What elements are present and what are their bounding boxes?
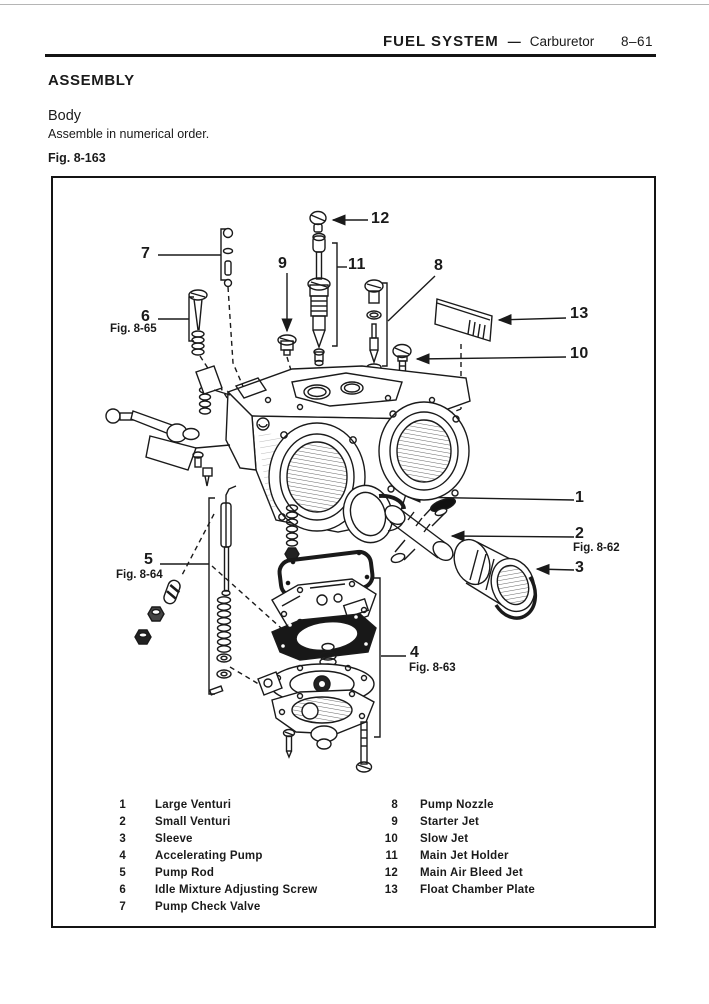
part-name: Main Jet Holder: [420, 850, 509, 862]
parts-list-row: 10 Slow Jet: [376, 833, 535, 850]
parts-list-row: 5 Pump Rod: [108, 867, 317, 884]
part-name: Small Venturi: [155, 816, 231, 828]
part-number: 12: [384, 867, 398, 879]
part-number: 8: [391, 799, 398, 811]
part-name: Accelerating Pump: [155, 850, 263, 862]
parts-list-row: 13 Float Chamber Plate: [376, 884, 535, 901]
callout-8: 8: [434, 257, 444, 274]
callout-2: 2: [575, 525, 585, 542]
part-name: Pump Nozzle: [420, 799, 494, 811]
part-name: Slow Jet: [420, 833, 469, 845]
instruction-text: Assemble in numerical order.: [48, 127, 210, 141]
callout-1: 1: [575, 489, 585, 506]
parts-list-row: 7 Pump Check Valve: [108, 901, 317, 918]
callout-5: 5: [144, 551, 154, 568]
parts-list-row: 8 Pump Nozzle: [376, 799, 535, 816]
subsection-heading: Body: [48, 108, 82, 124]
part-number: 1: [119, 799, 126, 811]
part-number: 13: [384, 884, 398, 896]
parts-list-row: 11 Main Jet Holder: [376, 850, 535, 867]
parts-list-row: 3 Sleeve: [108, 833, 317, 850]
subfigure-ref-8-62: Fig. 8-62: [573, 542, 620, 554]
part-number: 2: [119, 816, 126, 828]
callout-3: 3: [575, 559, 585, 576]
part-number: 3: [119, 833, 126, 845]
parts-list-row: 12 Main Air Bleed Jet: [376, 867, 535, 884]
part-name: Starter Jet: [420, 816, 480, 828]
callout-9: 9: [278, 255, 288, 272]
subfigure-ref-8-64: Fig. 8-64: [116, 569, 163, 581]
callout-10: 10: [570, 345, 589, 362]
parts-list-row: 6 Idle Mixture Adjusting Screw: [108, 884, 317, 901]
part-number: 6: [119, 884, 126, 896]
header-separator: —: [507, 34, 521, 49]
parts-list-row: 2 Small Venturi: [108, 816, 317, 833]
page-top-rule: [0, 4, 709, 5]
part-number: 7: [119, 901, 126, 913]
figure-label: Fig. 8-163: [48, 151, 106, 165]
header-rule: [45, 54, 656, 57]
parts-list-left: 1 Large Venturi 2 Small Venturi 3 Sleeve 4 A…: [108, 799, 317, 918]
part-number: 4: [119, 850, 126, 862]
part-number: 10: [384, 833, 398, 845]
part-number: 9: [391, 816, 398, 828]
part-name: Main Air Bleed Jet: [420, 867, 523, 879]
callout-13: 13: [570, 305, 589, 322]
parts-list-row: 1 Large Venturi: [108, 799, 317, 816]
callout-6: 6: [141, 308, 151, 325]
section-heading: ASSEMBLY: [48, 72, 135, 89]
callout-4: 4: [410, 644, 420, 661]
callout-7: 7: [141, 245, 151, 262]
part-name: Idle Mixture Adjusting Screw: [155, 884, 318, 896]
page-header: FUEL SYSTEM — Carburetor: [383, 33, 594, 50]
part-name: Sleeve: [155, 833, 193, 845]
subfigure-ref-8-63: Fig. 8-63: [409, 662, 456, 674]
header-section-title: FUEL SYSTEM: [383, 33, 499, 50]
parts-list-row: 9 Starter Jet: [376, 816, 535, 833]
part-name: Pump Check Valve: [155, 901, 261, 913]
parts-list-row: 4 Accelerating Pump: [108, 850, 317, 867]
callout-12: 12: [371, 210, 390, 227]
part-number: 5: [119, 867, 126, 879]
part-name: Float Chamber Plate: [420, 884, 535, 896]
part-name: Pump Rod: [155, 867, 215, 879]
part-name: Large Venturi: [155, 799, 232, 811]
figure-frame: [51, 176, 656, 928]
callout-11: 11: [348, 256, 366, 273]
part-number: 11: [385, 850, 398, 862]
page-number: 8–61: [621, 34, 654, 49]
header-subsection: Carburetor: [529, 34, 595, 49]
subfigure-ref-8-65: Fig. 8-65: [110, 323, 157, 335]
